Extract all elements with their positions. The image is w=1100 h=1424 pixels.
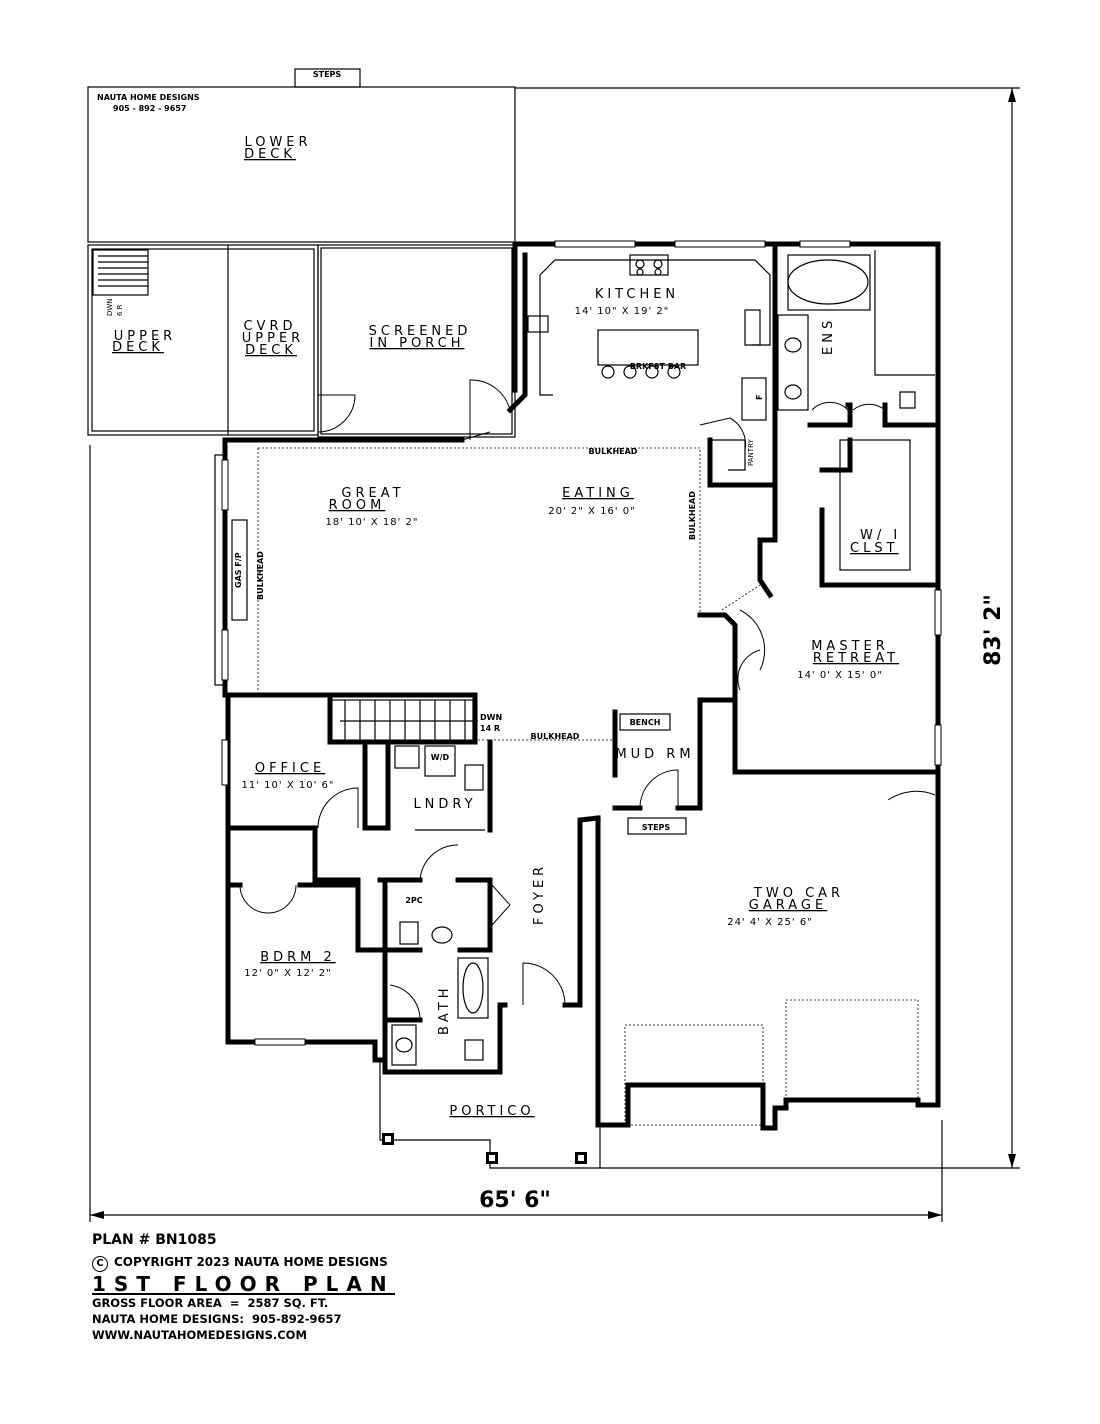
upper-deck-label-1: UPPER: [114, 329, 176, 344]
windows: [221, 240, 942, 1046]
width-dimension: 65' 6": [479, 1188, 551, 1213]
master-label-2: RETREAT: [813, 651, 899, 666]
cvrd-deck-label-1: CVRD: [243, 319, 296, 334]
kitchen-dim: 14' 10" X 19' 2": [575, 306, 670, 317]
kitchen: KITCHEN 14' 10" X 19' 2" BRKFST BAR F: [527, 254, 771, 421]
powder-and-bath: 2PC BATH FOYER: [377, 844, 547, 1075]
bath-label: BATH: [437, 984, 452, 1035]
garage-label-2: GARAGE: [749, 898, 827, 913]
copyright-line: C COPYRIGHT 2023 NAUTA HOME DESIGNS: [92, 1254, 395, 1272]
brkfst-bar-label: BRKFST BAR: [630, 362, 686, 371]
great-room-dim: 18' 10' X 18' 2": [326, 517, 419, 528]
eating-label: EATING: [562, 486, 634, 501]
laundry: W/D LNDRY: [385, 739, 493, 833]
upper-deck-label-2: DECK: [112, 340, 164, 355]
garage-label-1: TWO CAR: [753, 886, 844, 901]
bulkhead-label-left: BULKHEAD: [256, 551, 265, 600]
portico-label: PORTICO: [449, 1104, 534, 1119]
garage-dim: 24' 4' X 25' 6": [727, 917, 813, 928]
ensuite: ENS W/ I CLST: [707, 241, 941, 599]
bulkhead-label-right: BULKHEAD: [688, 491, 697, 540]
steps-label: STEPS: [642, 823, 671, 832]
copyright-text: COPYRIGHT 2023 NAUTA HOME DESIGNS: [114, 1255, 388, 1269]
lndry-label: LNDRY: [413, 797, 476, 812]
dwn-14r-label-1: DWN: [480, 713, 502, 722]
depth-dimension: 83' 2": [981, 594, 1006, 666]
mud-room: BENCH MUD RM STEPS: [612, 709, 703, 835]
portico: PORTICO: [379, 962, 601, 1169]
gas-fp-label: GAS F/P: [234, 552, 243, 588]
great-room: BULKHEAD BULKHEAD BULKHEAD GAS F/P GREAT…: [214, 379, 701, 690]
bulkhead-label-mid: BULKHEAD: [531, 732, 580, 741]
wi-clst-label-2: CLST: [850, 541, 899, 556]
bulkhead-label-top: BULKHEAD: [589, 447, 638, 456]
office-label: OFFICE: [255, 761, 325, 776]
copyright-icon: C: [92, 1256, 108, 1272]
dwn-6r-label-1: DWN: [106, 298, 114, 316]
company-phone-footer: NAUTA HOME DESIGNS: 905-892-9657: [92, 1312, 342, 1326]
cvrd-deck-label-2: UPPER: [242, 331, 304, 346]
bdrm2-dim: 12' 0" X 12' 2": [244, 968, 331, 979]
lower-deck: STEPS NAUTA HOME DESIGNS 905 - 892 - 965…: [87, 68, 516, 243]
lower-deck-label-1: LOWER: [244, 135, 311, 150]
company-phone: 905 - 892 - 9657: [113, 104, 186, 113]
ens-label: ENS: [821, 317, 836, 355]
office: OFFICE 11' 10' X 10' 6": [225, 739, 391, 883]
steps-top-label: STEPS: [313, 70, 342, 79]
gross-floor-area: GROSS FLOOR AREA = 2587 SQ. FT.: [92, 1296, 329, 1310]
master-retreat: MASTER RETREAT 14' 0' X 15' 0": [697, 584, 941, 775]
upper-deck: DWN 6 R UPPER DECK CVRD UPPER DECK: [87, 244, 319, 436]
floor-plan-drawing: STEPS NAUTA HOME DESIGNS 905 - 892 - 965…: [87, 68, 1020, 1222]
screened-porch: SCREENED IN PORCH: [317, 244, 516, 438]
pantry: PANTRY: [699, 417, 755, 471]
pantry-label: PANTRY: [747, 439, 755, 466]
exterior-walls: [222, 241, 941, 1131]
mud-rm-label: MUD RM: [615, 747, 694, 762]
screened-porch-label-1: SCREENED: [369, 324, 472, 339]
bench-label: BENCH: [630, 718, 661, 727]
company-label: NAUTA HOME DESIGNS: [97, 93, 200, 102]
fridge-label: F: [755, 395, 764, 400]
plan-number: PLAN # BN1085: [92, 1232, 217, 1248]
great-room-label-2: ROOM: [329, 498, 386, 513]
title-block: PLAN # BN1085 C COPYRIGHT 2023 NAUTA HOME…: [92, 1232, 395, 1343]
dwn-6r-label-2: 6 R: [116, 304, 124, 316]
bedroom-2: BDRM 2 12' 0" X 12' 2": [225, 882, 421, 1021]
master-dim: 14' 0' X 15' 0": [797, 670, 883, 681]
wd-label: W/D: [431, 753, 450, 762]
garage: TWO CAR GARAGE 24' 4' X 25' 6": [624, 790, 936, 1126]
dwn-14r-label-2: 14 R: [480, 724, 500, 733]
deck-stairs: [92, 249, 149, 296]
eating-dim: 20' 2" X 16' 0": [548, 506, 635, 517]
master-label-1: MASTER: [811, 639, 889, 654]
stairs: DWN 14 R BULKHEAD: [225, 692, 615, 745]
screened-porch-label-2: IN PORCH: [369, 336, 464, 351]
bdrm2-label: BDRM 2: [260, 950, 336, 965]
foyer-label: FOYER: [532, 863, 547, 925]
2pc-label: 2PC: [405, 896, 422, 905]
office-dim: 11' 10' X 10' 6": [242, 780, 335, 791]
great-room-label-1: GREAT: [341, 486, 404, 501]
dimension-lines: [89, 87, 1020, 1222]
lower-deck-label-2: DECK: [244, 147, 296, 162]
floor-plan-title: 1ST FLOOR PLAN: [92, 1272, 395, 1296]
cvrd-deck-label-3: DECK: [245, 343, 297, 358]
website: WWW.NAUTAHOMEDESIGNS.COM: [92, 1328, 307, 1342]
wi-clst-label-1: W/ I: [860, 528, 901, 543]
kitchen-label: KITCHEN: [595, 287, 679, 302]
